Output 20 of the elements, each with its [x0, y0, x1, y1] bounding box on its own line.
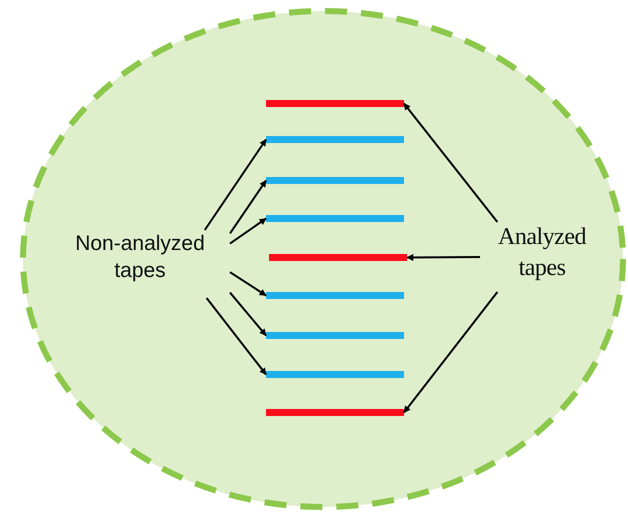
arrow [403, 291, 498, 414]
arrow [206, 297, 267, 376]
arrow [229, 180, 267, 234]
tape-bar [266, 215, 404, 222]
tape-bar [266, 136, 404, 143]
arrow [229, 218, 267, 244]
arrow [406, 254, 480, 261]
arrow [204, 138, 267, 231]
tape-bar [266, 409, 404, 416]
arrow [403, 102, 498, 223]
tape-bar [269, 254, 407, 261]
tape-bar [266, 177, 404, 184]
tape-bar [266, 371, 404, 378]
tape-bar [266, 100, 404, 107]
tape-bar [266, 332, 404, 339]
text-label: Non-analyzed tapes [50, 230, 230, 298]
arrow [229, 292, 267, 336]
arrow [229, 271, 267, 296]
tape-bar [266, 292, 404, 299]
text-label: Analyzed tapes [480, 222, 604, 292]
